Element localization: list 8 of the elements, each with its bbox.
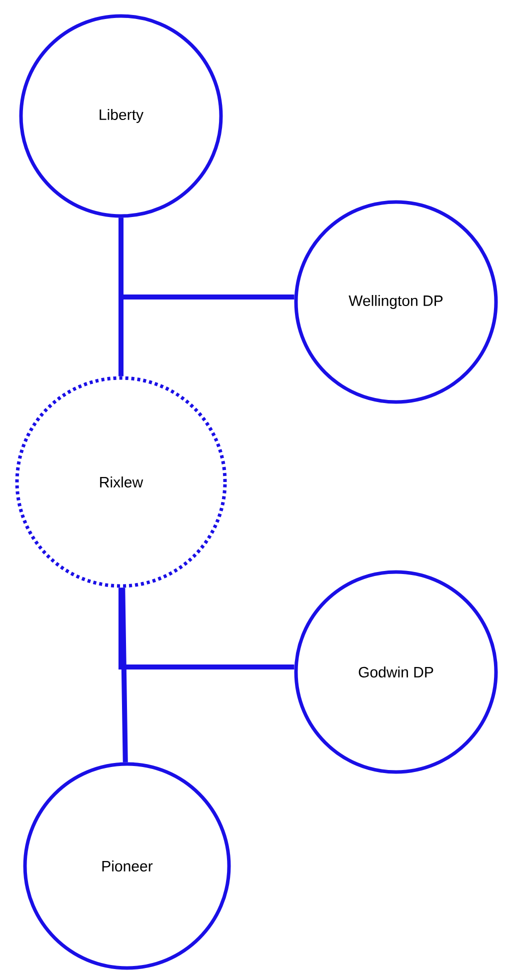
circle-node: Rixlew: [15, 376, 227, 588]
connector-line: [118, 218, 294, 300]
circle-node: Godwin DP: [294, 570, 498, 774]
connector-line: [120, 588, 128, 762]
connector-line: [118, 588, 294, 670]
circle-node: Liberty: [19, 14, 223, 218]
circle-node: Pioneer: [23, 762, 231, 970]
circle-node: Wellington DP: [294, 200, 498, 404]
